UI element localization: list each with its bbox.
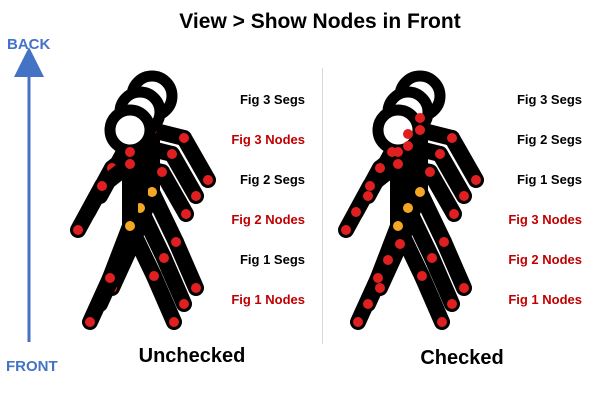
figure-node [167,149,177,159]
figure-node [403,203,413,213]
figure-segment [436,234,472,296]
figure-node [415,113,425,123]
figure-node [149,271,159,281]
figure-node [159,253,169,263]
figure-node [169,317,179,327]
figure-segment [70,178,110,238]
figure-node [203,175,213,185]
layer-label: Fig 1 Segs [516,172,582,187]
figure-segment [400,200,440,266]
figure-node [191,191,201,201]
figure-node [125,147,135,157]
figure-node [395,239,405,249]
figure-node [415,125,425,135]
figure-segment [122,218,162,284]
figure-node [449,209,459,219]
figure-node [393,159,403,169]
figure-segment [146,268,182,330]
figure-segment [176,130,216,188]
figure-node [447,133,457,143]
panel-caption-checked: Checked [420,347,504,369]
figure-segment [424,250,460,312]
figure-segment [444,130,484,188]
figure-node [97,181,107,191]
figure-node [393,147,403,157]
panel-caption-unchecked: Unchecked [138,345,246,367]
figure-node [191,283,201,293]
figure-segment [168,234,204,296]
figure-node [157,167,167,177]
figure-node [375,163,385,173]
figure-node [353,317,363,327]
figure-node [341,225,351,235]
figure-segment [432,146,472,204]
layer-label: Fig 3 Segs [516,92,582,107]
figure-node [105,273,115,283]
figure-node [393,221,403,231]
figure-node [181,209,191,219]
figure-node [125,221,135,231]
figure-node [351,207,361,217]
layer-label: Fig 1 Nodes [508,292,582,307]
figure-node [375,283,385,293]
layer-label: Fig 2 Segs [516,132,582,147]
figure-node [447,299,457,309]
figure-segment [144,184,184,250]
layer-label: Fig 2 Segs [239,172,305,187]
figure-node [125,159,135,169]
figure-node [435,149,445,159]
figure-node [425,167,435,177]
figure-segment [412,184,452,250]
figure-node [415,187,425,197]
stick-figures-checked [338,70,484,330]
back-label: BACK [7,36,51,53]
figure-node [85,317,95,327]
figure-node [147,187,157,197]
figure-segment [154,164,194,222]
figure-node [363,299,373,309]
figure-node [373,273,383,283]
stick-figures-unchecked [70,70,216,330]
figure-node [459,191,469,201]
figure-segment [132,200,172,266]
figure-node [179,133,189,143]
figure-node [383,255,393,265]
figure-segment [422,164,462,222]
figure-node [365,181,375,191]
figure-node [471,175,481,185]
page-title: View > Show Nodes in Front [179,10,461,33]
figure-segment [414,268,450,330]
figure-segment [390,218,430,284]
layer-label: Fig 1 Nodes [231,292,305,307]
layer-label: Fig 1 Segs [239,252,305,267]
layer-label: Fig 3 Nodes [231,132,305,147]
figure-node [403,141,413,151]
figure-node [403,129,413,139]
figure-node [417,271,427,281]
layer-label: Fig 2 Nodes [231,212,305,227]
layer-label: Fig 3 Nodes [508,212,582,227]
figure-node [171,237,181,247]
figure-segment [164,146,204,204]
figure-segment [82,270,118,330]
figure-node [437,317,447,327]
figure-node [427,253,437,263]
figure-head [104,104,156,156]
figure-node [363,191,373,201]
layer-label: Fig 2 Nodes [508,252,582,267]
figure-node [459,283,469,293]
layer-label: Fig 3 Segs [239,92,305,107]
figure-node [179,299,189,309]
figure-segment [156,250,192,312]
figure-node [439,237,449,247]
front-label: FRONT [6,358,58,375]
panel-divider [322,68,323,344]
figure-node [73,225,83,235]
